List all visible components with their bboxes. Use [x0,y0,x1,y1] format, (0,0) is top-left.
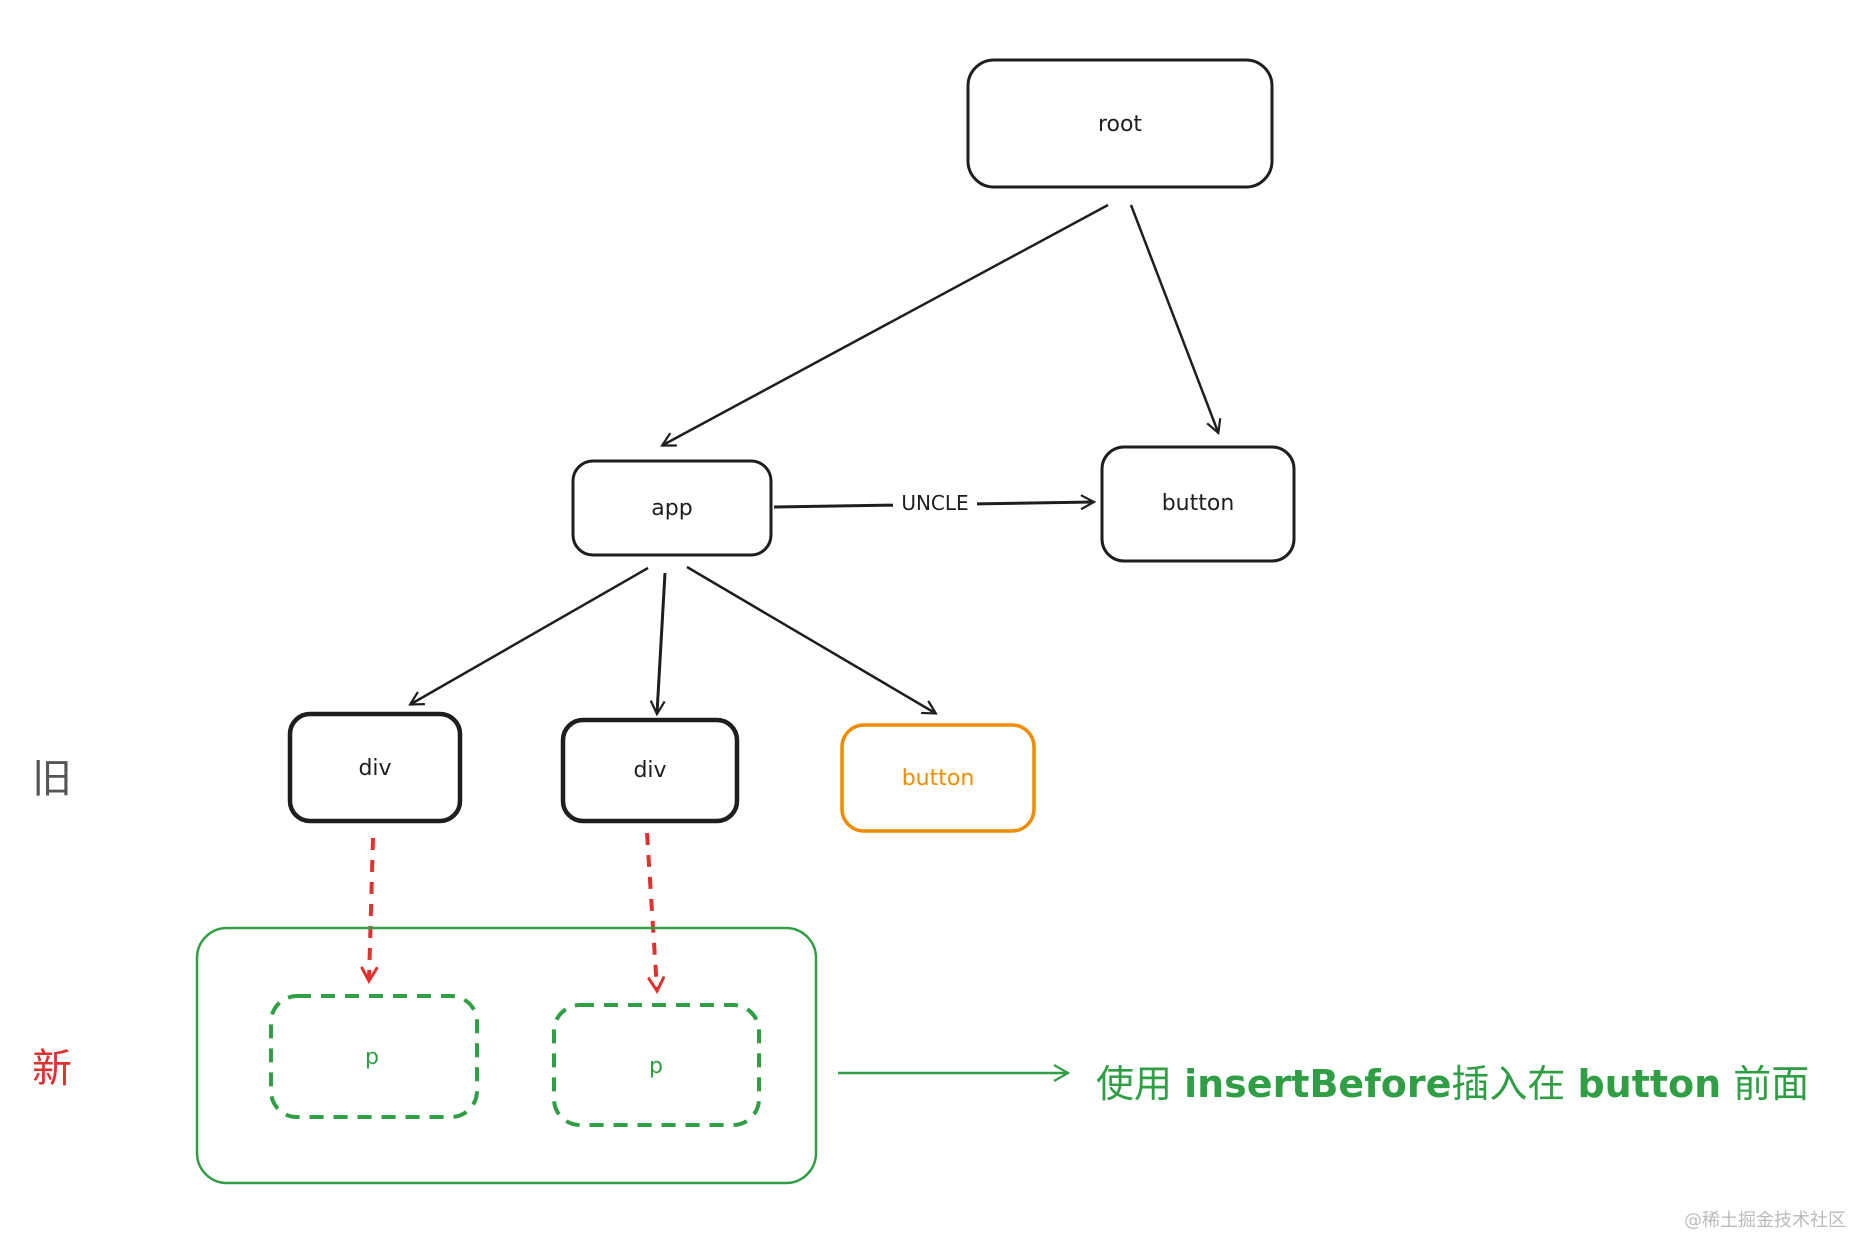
insert-note: 使用 insertBefore插入在 button 前面 [1096,1062,1809,1106]
node-button-old-label: button [902,766,975,791]
edge-root-button [1129,204,1218,432]
insert-note-middle: 插入在 [1451,1062,1577,1106]
node-div-1: div [287,711,463,824]
insert-note-suffix: 前面 [1721,1062,1809,1106]
insert-arrow-p2 [645,832,657,990]
node-button-old: button [840,723,1036,833]
edge-app-button-old [686,565,935,713]
watermark: @稀土掘金技术社区 [1684,1210,1846,1231]
node-div-1-label: div [358,756,391,781]
node-button-uncle: button [1100,445,1296,563]
node-p-2-label: p [649,1054,663,1079]
node-p-1-label: p [365,1045,379,1070]
node-div-2-label: div [633,758,666,783]
insert-note-method: insertBefore [1184,1062,1451,1106]
node-button-uncle-label: button [1162,491,1235,516]
node-div-2: div [560,717,740,824]
insert-note-prefix: 使用 [1096,1062,1184,1106]
edge-root-app [663,203,1109,445]
node-root: root [966,58,1274,189]
label-old: 旧 [32,756,72,802]
edge-label-bg [893,488,977,516]
node-p-1: p [269,994,479,1119]
insert-note-target: button [1577,1062,1721,1106]
node-root-label: root [1098,112,1142,137]
insert-arrow-p1 [369,837,373,980]
edge-label-uncle: UNCLE [901,491,968,515]
node-app-label: app [651,496,692,521]
new-nodes-group [195,926,818,1185]
label-new: 新 [32,1046,72,1092]
edge-app-div2 [657,572,667,713]
edge-app-div1 [411,566,649,704]
node-p-2: p [552,1003,761,1127]
node-app: app [571,459,773,557]
